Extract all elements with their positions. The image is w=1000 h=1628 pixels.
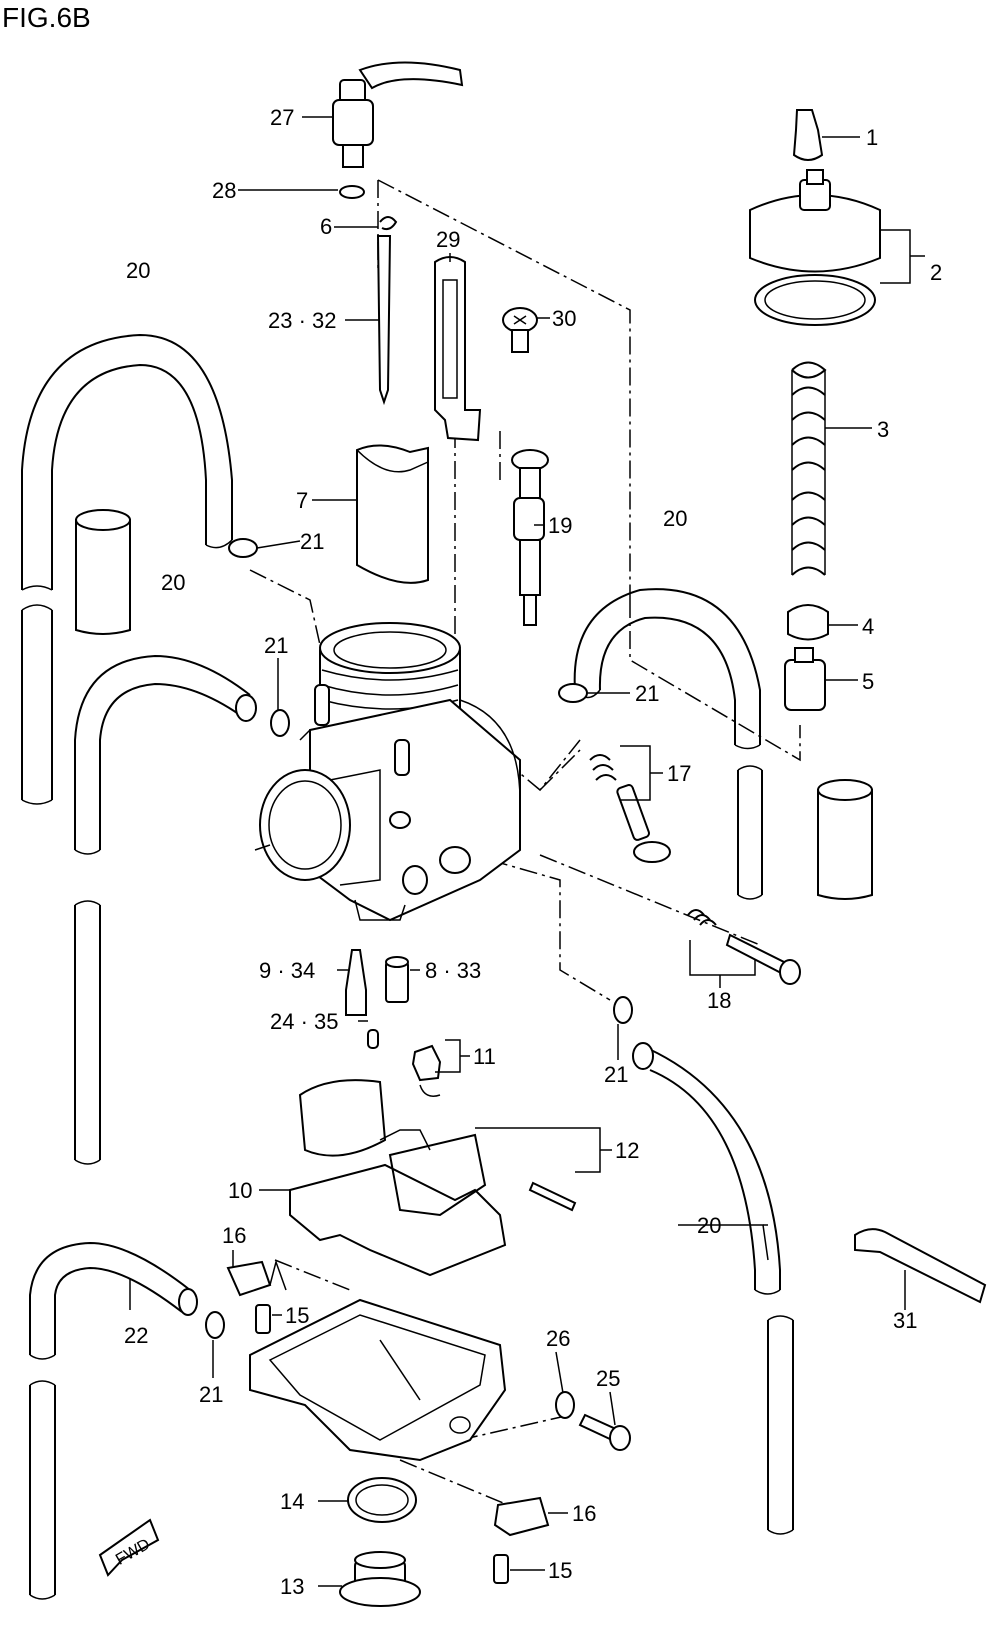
- callout-24-35: 24 · 35: [270, 1009, 339, 1034]
- part-15-bolt-upper: [255, 1304, 271, 1334]
- callout-12: 12: [615, 1138, 639, 1163]
- callout-16-lower: 16: [572, 1501, 596, 1526]
- part-8-33-jet: [385, 956, 409, 1003]
- callout-31: 31: [893, 1308, 917, 1333]
- callout-14: 14: [280, 1489, 304, 1514]
- tube-left-cylinder: [75, 509, 131, 635]
- callout-17: 17: [667, 761, 691, 786]
- callout-25: 25: [596, 1366, 620, 1391]
- part-21-clips: [205, 538, 633, 1339]
- callout-20-c: 20: [663, 506, 687, 531]
- callout-21-d: 21: [604, 1062, 628, 1087]
- part-7-throttle-valve: [356, 444, 429, 584]
- part-20-hose-right-long: [632, 1042, 794, 1535]
- part-10-gasket: [289, 1163, 507, 1277]
- part-1-cap: [792, 109, 824, 161]
- carburetor-body: [254, 622, 521, 922]
- part-14-o-ring: [347, 1477, 417, 1523]
- part-20-hose-left-mid: [74, 654, 257, 1165]
- callout-30: 30: [552, 306, 576, 331]
- part-5-starter-plunger: [784, 647, 826, 711]
- callout-5: 5: [862, 669, 874, 694]
- callout-4: 4: [862, 614, 874, 639]
- callout-10: 10: [228, 1178, 252, 1203]
- part-2-top-cap: [749, 169, 881, 326]
- callout-labels: 1 2 3 4 5 6 7 8 · 33 9 · 34 10 11 12 13 …: [124, 105, 942, 1599]
- part-16-bracket-upper: [226, 1260, 272, 1297]
- part-28-o-ring: [339, 185, 365, 199]
- figure-title: FIG.6B: [2, 2, 91, 33]
- callout-15-lower: 15: [548, 1558, 572, 1583]
- part-30-screw: [502, 307, 538, 353]
- callout-18: 18: [707, 988, 731, 1013]
- part-4-seat: [787, 604, 829, 641]
- part-16-bracket-lower: [493, 1496, 550, 1537]
- part-26-o-ring: [555, 1391, 575, 1419]
- part-31-strap: [854, 1228, 987, 1304]
- part-27-fitting: [332, 61, 464, 168]
- callout-8-33: 8 · 33: [425, 958, 481, 983]
- callout-20-a: 20: [126, 258, 150, 283]
- callout-21-c: 21: [635, 681, 659, 706]
- fwd-arrow-badge: FWD: [98, 1518, 160, 1577]
- callout-16-upper: 16: [222, 1223, 246, 1248]
- callout-28: 28: [212, 178, 236, 203]
- callout-23-32: 23 · 32: [268, 308, 337, 333]
- part-19-screw: [511, 449, 549, 626]
- callout-11: 11: [473, 1044, 496, 1069]
- assembly-lines: [249, 179, 801, 1511]
- float-bowl: [249, 1298, 507, 1462]
- callout-21-b: 21: [264, 633, 288, 658]
- part-20-hose-left-top: [21, 333, 233, 805]
- part-24-35: [367, 1029, 379, 1049]
- callout-20-b: 20: [161, 570, 185, 595]
- part-20-hose-right-top: [573, 588, 763, 900]
- tube-right-cylinder: [817, 779, 873, 900]
- callout-3: 3: [877, 417, 889, 442]
- callout-6: 6: [320, 214, 332, 239]
- callout-15-upper: 15: [285, 1303, 309, 1328]
- part-23-32-needle: [376, 235, 392, 406]
- part-25-screw: [578, 1413, 631, 1451]
- callout-leaders: [129, 116, 925, 1587]
- callout-9-34: 9 · 34: [259, 958, 315, 983]
- part-12-float: [298, 1079, 577, 1217]
- callout-13: 13: [280, 1574, 304, 1599]
- callout-19: 19: [548, 513, 572, 538]
- part-9-34-jet: [345, 949, 367, 1016]
- callout-21-a: 21: [300, 529, 324, 554]
- callout-27: 27: [270, 105, 294, 130]
- callout-20-d: 20: [697, 1213, 721, 1238]
- callout-1: 1: [866, 125, 878, 150]
- callout-2: 2: [930, 260, 942, 285]
- part-18-screw-spring: [687, 909, 801, 985]
- part-3-spring: [791, 361, 827, 576]
- callout-29: 29: [436, 227, 460, 252]
- callout-21-e: 21: [199, 1382, 223, 1407]
- part-6-clip: [379, 216, 398, 231]
- part-15-bolt-lower: [493, 1554, 509, 1584]
- callout-22: 22: [124, 1323, 148, 1348]
- part-13-drain-plug: [339, 1551, 421, 1607]
- callout-7: 7: [296, 488, 308, 513]
- callout-26: 26: [546, 1326, 570, 1351]
- part-17-screw-spring: [589, 754, 671, 863]
- part-11-needle-valve: [411, 1044, 442, 1097]
- part-22-hose: [29, 1241, 198, 1600]
